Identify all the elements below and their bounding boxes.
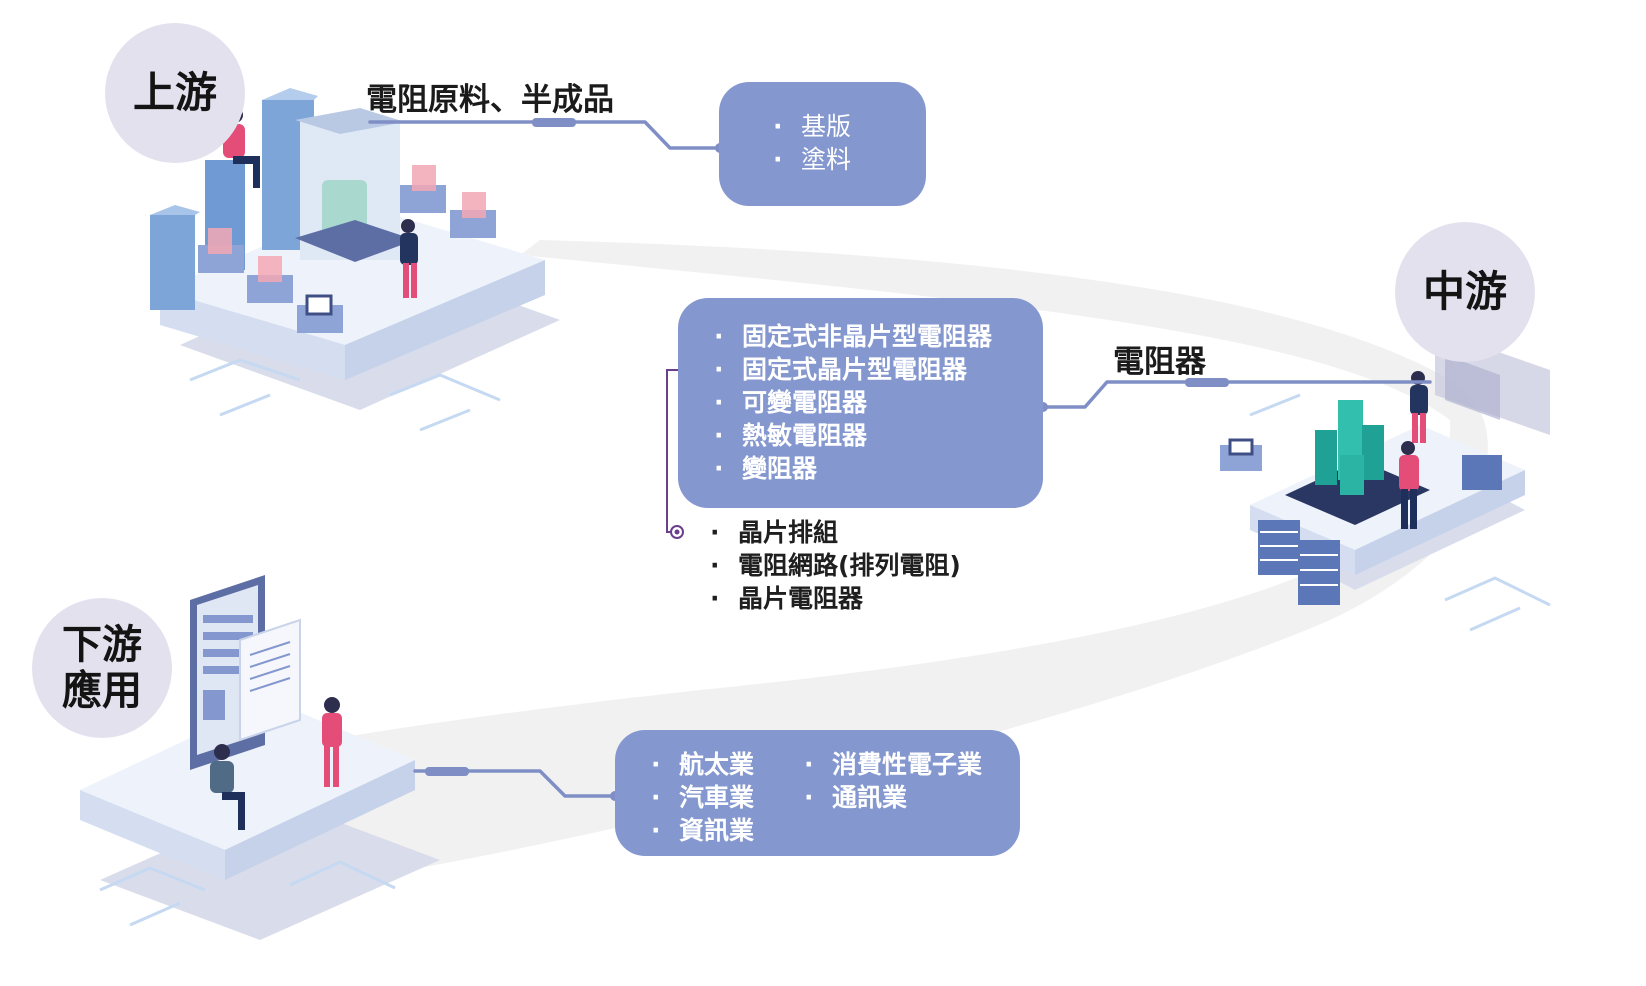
midstream-item: 可變電阻器	[708, 386, 1043, 419]
midstream-items-box: 固定式非晶片型電阻器 固定式晶片型電阻器 可變電阻器 熱敏電阻器 變阻器	[678, 298, 1043, 508]
downstream-label-line1: 下游	[62, 622, 142, 668]
upstream-item: 塗料	[767, 143, 926, 176]
midstream-illustration	[1220, 330, 1551, 632]
downstream-item: 通訊業	[798, 781, 982, 814]
upstream-items-box: 基版 塗料	[719, 82, 926, 206]
midstream-sub-item: 晶片電阻器	[704, 582, 961, 615]
downstream-label-line2: 應用	[62, 668, 142, 714]
downstream-circle: 下游 應用	[32, 598, 172, 738]
midstream-item: 固定式晶片型電阻器	[708, 353, 1043, 386]
midstream-sub-items: 晶片排組 電阻網路(排列電阻) 晶片電阻器	[704, 516, 961, 615]
downstream-item: 資訊業	[645, 814, 754, 847]
midstream-connector	[1041, 380, 1432, 409]
upstream-connector	[368, 120, 722, 150]
midstream-item: 熱敏電阻器	[708, 419, 1043, 452]
midstream-sub-item: 晶片排組	[704, 516, 961, 549]
downstream-items-box: 航太業 汽車業 資訊業 消費性電子業 通訊業	[615, 730, 1020, 856]
midstream-circle: 中游	[1395, 222, 1535, 362]
upstream-circle: 上游	[105, 23, 245, 163]
midstream-label: 中游	[1422, 266, 1507, 316]
midstream-heading: 電阻器	[1113, 344, 1206, 380]
downstream-item: 汽車業	[645, 781, 754, 814]
upstream-heading: 電阻原料、半成品	[366, 82, 614, 118]
downstream-item: 消費性電子業	[798, 748, 982, 781]
flow-arc-band	[330, 240, 1488, 880]
midstream-sub-item: 電阻網路(排列電阻)	[704, 549, 961, 582]
midstream-item: 固定式非晶片型電阻器	[708, 320, 1043, 353]
midstream-item: 變阻器	[708, 452, 1043, 485]
upstream-label: 上游	[132, 67, 217, 117]
downstream-connector	[413, 769, 617, 798]
upstream-item: 基版	[767, 110, 926, 143]
upstream-illustration	[150, 88, 560, 432]
downstream-illustration	[80, 575, 440, 940]
downstream-item: 航太業	[645, 748, 754, 781]
